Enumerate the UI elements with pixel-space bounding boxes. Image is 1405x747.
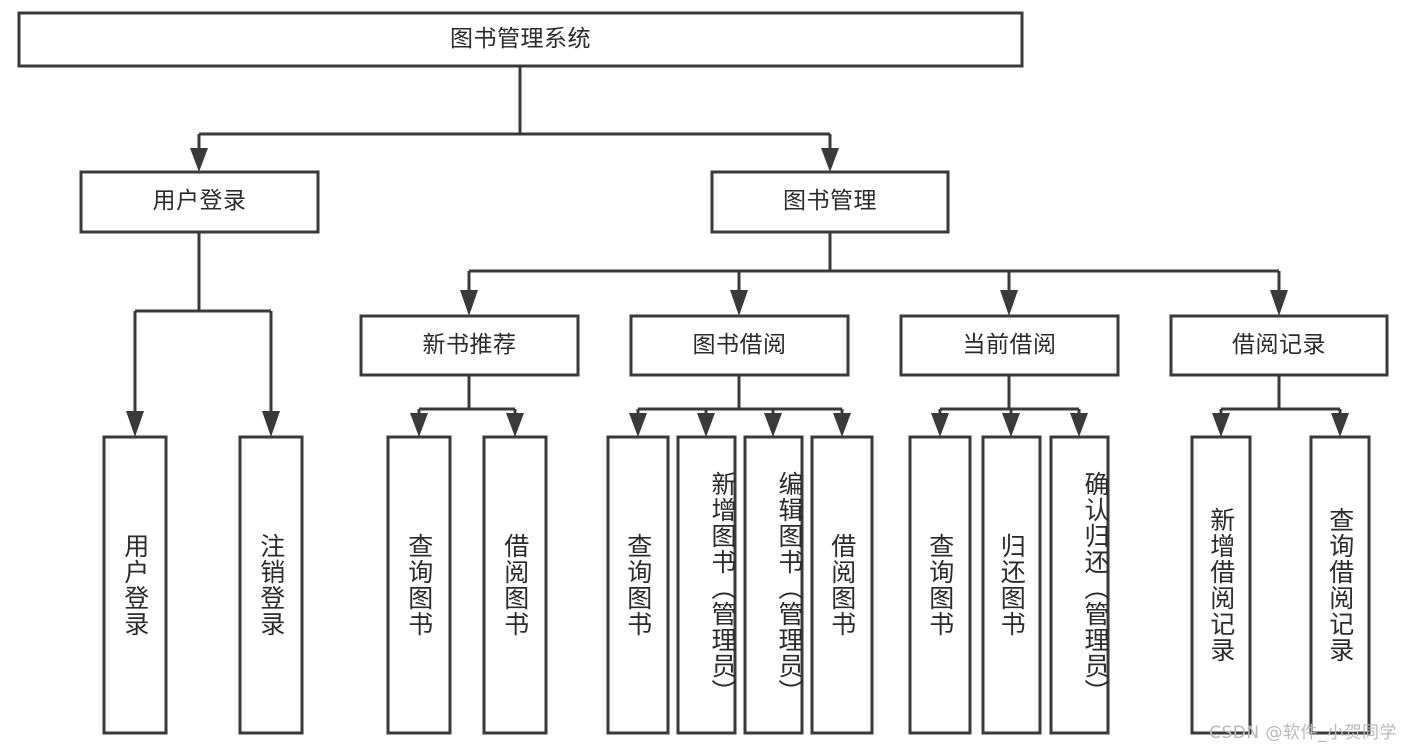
node-box-current-borrow[interactable] (899, 314, 1120, 377)
arrowhead-new-book-rec (460, 290, 478, 316)
node-box-leaf-query-book-3[interactable] (908, 435, 972, 735)
arrowhead-user-login (190, 148, 208, 172)
arrowhead-leaf-add-book (697, 413, 715, 437)
arrowhead-leaf-edit-book (764, 413, 782, 437)
arrowhead-current-borrow (1000, 290, 1018, 316)
arrowhead-leaf-borrow-book-2 (833, 413, 851, 437)
node-box-user-login[interactable] (79, 170, 320, 234)
node-box-borrow-record[interactable] (1169, 314, 1389, 377)
arrowhead-leaf-add-record (1212, 413, 1230, 437)
arrowhead-leaf-confirm-return (1070, 413, 1088, 437)
arrowhead-book-borrow (730, 290, 748, 316)
node-box-leaf-return-book[interactable] (981, 435, 1042, 735)
csdn-watermark: CSDN @软件_小贺同学 (1209, 723, 1397, 743)
node-box-book-borrow[interactable] (629, 314, 850, 377)
node-box-root[interactable] (17, 11, 1024, 68)
node-box-leaf-edit-book[interactable] (743, 435, 804, 735)
node-box-leaf-user-login[interactable] (102, 435, 168, 735)
node-box-leaf-logout[interactable] (238, 435, 304, 735)
arrowhead-leaf-query-book-1 (410, 413, 428, 437)
arrowhead-borrow-record (1270, 290, 1288, 316)
arrowhead-leaf-query-book-3 (931, 413, 949, 437)
node-box-leaf-add-book[interactable] (676, 435, 737, 735)
node-box-book-manage[interactable] (710, 170, 950, 234)
arrowhead-leaf-user-login (126, 411, 144, 437)
arrowhead-leaf-query-book-2 (629, 413, 647, 437)
arrowhead-leaf-borrow-book-1 (506, 413, 524, 437)
node-box-new-book-rec[interactable] (359, 314, 580, 377)
node-box-leaf-query-book-2[interactable] (606, 435, 670, 735)
arrowhead-leaf-query-record (1331, 413, 1349, 437)
arrowhead-leaf-return-book (1002, 413, 1020, 437)
node-box-leaf-add-record[interactable] (1190, 435, 1252, 735)
arrowhead-book-manage (821, 148, 839, 172)
node-box-leaf-query-book-1[interactable] (386, 435, 452, 735)
node-box-leaf-query-record[interactable] (1309, 435, 1371, 735)
node-box-leaf-confirm-return[interactable] (1049, 435, 1110, 735)
node-box-leaf-borrow-book-1[interactable] (482, 435, 548, 735)
node-box-leaf-borrow-book-2[interactable] (810, 435, 874, 735)
arrowhead-leaf-logout (262, 411, 280, 437)
